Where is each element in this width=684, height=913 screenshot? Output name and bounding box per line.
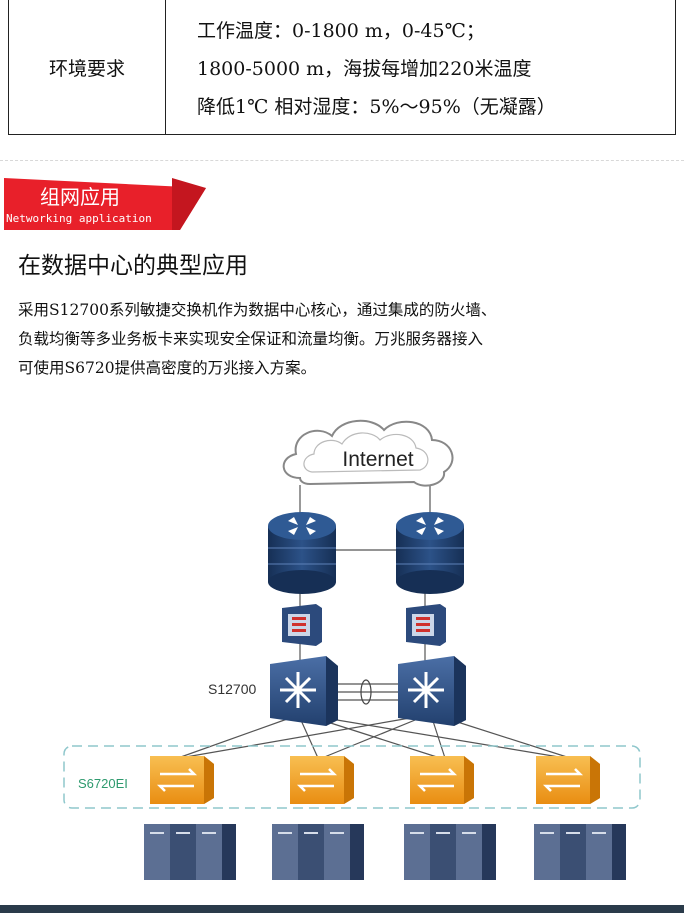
network-links	[177, 485, 571, 759]
core-switch-label: S12700	[208, 681, 256, 697]
access-layer-box	[63, 745, 641, 809]
spec-table: 环境要求 工作温度：0-1800 m，0-45℃； 1800-5000 m，海拔…	[8, 0, 676, 135]
section-tag-subtitle: Networking application	[6, 212, 152, 225]
access-switch-icon	[150, 756, 214, 804]
firewall-icon	[406, 604, 446, 646]
access-switch-icon	[290, 756, 354, 804]
page-heading: 在数据中心的典型应用	[18, 253, 248, 279]
router-icon	[396, 512, 464, 594]
spec-value-line: 降低1℃ 相对湿度：5%～95%（无凝露）	[197, 96, 556, 118]
server-group-icon	[144, 824, 236, 880]
spec-value-line: 工作温度：0-1800 m，0-45℃；	[197, 20, 485, 42]
bottom-bar	[0, 905, 684, 913]
paragraph-line: 可使用S6720提供高密度的万兆接入方案。	[18, 359, 317, 377]
network-diagram: Internet S12700	[63, 419, 641, 880]
access-switch-icon	[410, 756, 474, 804]
paragraph-line: 负载均衡等多业务板卡来实现安全保证和流量均衡。万兆服务器接入	[18, 330, 484, 348]
spec-value-line: 1800-5000 m，海拔每增加220米温度	[197, 58, 532, 80]
server-group-icon	[272, 824, 364, 880]
firewall-icon	[282, 604, 322, 646]
spec-value: 工作温度：0-1800 m，0-45℃； 1800-5000 m，海拔每增加22…	[197, 12, 667, 126]
access-switch-label: S6720EI	[78, 776, 128, 791]
section-tag: 组网应用 Networking application	[4, 178, 206, 230]
access-switch-icon	[536, 756, 600, 804]
description-paragraph: 采用S12700系列敏捷交换机作为数据中心核心，通过集成的防火墙、 负载均衡等多…	[18, 296, 668, 383]
section-tag-background	[4, 178, 206, 230]
router-icon	[268, 512, 336, 594]
internet-label: Internet	[342, 448, 413, 471]
spec-label: 环境要求	[9, 0, 166, 134]
paragraph-line: 采用S12700系列敏捷交换机作为数据中心核心，通过集成的防火墙、	[18, 301, 497, 319]
server-group-icon	[404, 824, 496, 880]
core-switch-icon	[398, 656, 466, 726]
link-aggregation-icon	[360, 679, 372, 705]
section-tag-title: 组网应用	[40, 185, 120, 209]
section-divider	[0, 160, 684, 161]
server-group-icon	[534, 824, 626, 880]
internet-cloud-icon: Internet	[282, 419, 454, 487]
core-switch-icon	[270, 656, 338, 726]
